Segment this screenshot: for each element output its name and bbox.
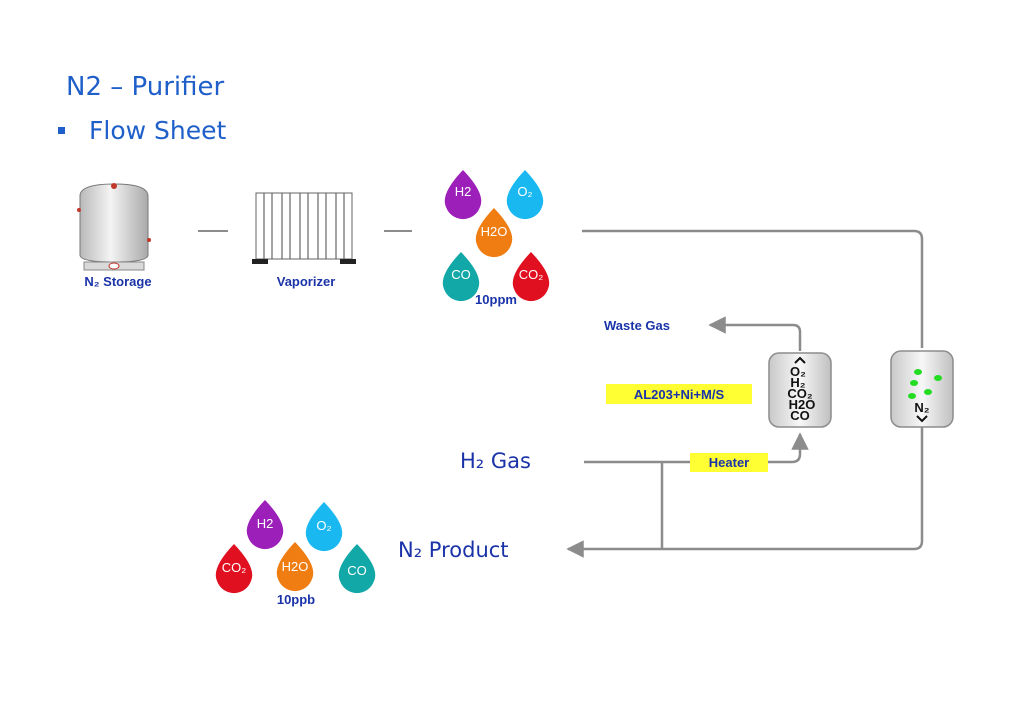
svg-text:CO₂: CO₂ bbox=[519, 267, 544, 282]
product-h2o-drop-icon: H2O bbox=[276, 542, 314, 592]
column-species-list: O₂ H₂ CO₂ H2O CO bbox=[787, 364, 815, 423]
up-chevron-icon bbox=[794, 356, 806, 364]
ppm-label: 10ppm bbox=[475, 292, 517, 307]
vaporizer-icon bbox=[252, 192, 356, 264]
svg-text:O₂: O₂ bbox=[517, 184, 532, 199]
species-o2: O₂ bbox=[790, 364, 806, 379]
species-co: CO bbox=[790, 408, 810, 423]
species-co2: CO₂ bbox=[787, 386, 813, 401]
svg-text:CO: CO bbox=[451, 267, 471, 282]
product-co-drop-icon: CO bbox=[338, 544, 376, 594]
vaporizer-label: Vaporizer bbox=[277, 274, 336, 289]
svg-text:H2O: H2O bbox=[481, 224, 508, 239]
pipe-to-n2-product bbox=[566, 427, 924, 558]
svg-text:CO₂: CO₂ bbox=[222, 560, 247, 575]
adsorbent-label: AL203+Ni+M/S bbox=[634, 387, 725, 402]
species-h2: H₂ bbox=[790, 375, 805, 390]
h2-gas-label: H₂ Gas bbox=[460, 449, 531, 473]
svg-text:H2: H2 bbox=[455, 184, 472, 199]
svg-text:H2O: H2O bbox=[282, 559, 309, 574]
svg-text:CO: CO bbox=[347, 563, 367, 578]
page-title: N2 – Purifier bbox=[66, 72, 225, 102]
pipe-waste-gas bbox=[708, 316, 802, 351]
bullet-icon bbox=[58, 127, 65, 134]
h2o-drop-icon: H2O bbox=[475, 208, 513, 258]
flow-sheet-heading: Flow Sheet bbox=[58, 116, 226, 145]
svg-text:H2: H2 bbox=[257, 516, 274, 531]
adsorber-column bbox=[768, 352, 832, 428]
purifier-column-n2 bbox=[890, 350, 954, 428]
co2-drop-icon: CO₂ bbox=[512, 252, 550, 302]
product-h2-drop-icon: H2 bbox=[246, 500, 284, 550]
species-h2o: H2O bbox=[789, 397, 816, 412]
co-drop-icon: CO bbox=[442, 252, 480, 302]
storage-tank-icon bbox=[77, 183, 151, 271]
adsorbent-highlight bbox=[606, 384, 752, 404]
waste-gas-label: Waste Gas bbox=[604, 318, 670, 333]
svg-text:O₂: O₂ bbox=[316, 518, 331, 533]
ppb-label: 10ppb bbox=[277, 592, 315, 607]
flow-sheet-label: Flow Sheet bbox=[89, 116, 227, 145]
n2-out-label: N₂ bbox=[914, 400, 929, 415]
heater-highlight bbox=[690, 453, 768, 472]
h2-drop-icon: H2 bbox=[444, 170, 482, 220]
pipe-h2-gas bbox=[584, 432, 809, 464]
pipe-feed-to-purifier bbox=[582, 229, 924, 348]
o2-drop-icon: O₂ bbox=[506, 170, 544, 220]
down-chevron-icon bbox=[916, 415, 928, 423]
product-o2-drop-icon: O₂ bbox=[305, 502, 343, 552]
product-co2-drop-icon: CO₂ bbox=[215, 544, 253, 594]
heater-label: Heater bbox=[709, 455, 749, 470]
storage-label: N₂ Storage bbox=[84, 274, 151, 289]
n2-product-label: N₂ Product bbox=[398, 538, 509, 562]
